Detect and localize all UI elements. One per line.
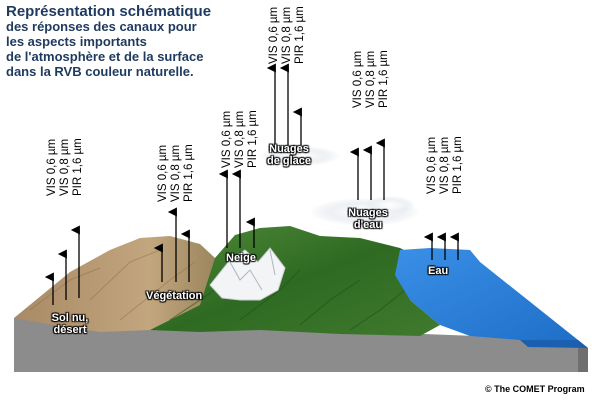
label-neige-pir16: PIR 1,6 µm [247, 110, 259, 168]
feature-label-nuages-glace: Nuages de glace [266, 143, 312, 167]
base-block-side [578, 340, 588, 372]
label-eau-pir16: PIR 1,6 µm [452, 136, 464, 194]
base-block-front [14, 318, 578, 372]
water-surface [395, 248, 578, 340]
label-glace-pir16: PIR 1,6 µm [294, 6, 306, 64]
title-line-5: dans la RVB couleur naturelle. [6, 64, 194, 79]
label-nuage-eau-pir16: PIR 1,6 µm [378, 50, 390, 108]
vegetation-terrain [150, 226, 440, 336]
label-veg-vis06: VIS 0,6 µm [157, 144, 169, 202]
label-neige-vis08: VIS 0,8 µm [234, 110, 246, 168]
title-line-3: les aspects importants [6, 34, 147, 49]
label-nuage-eau-vis08: VIS 0,8 µm [365, 50, 377, 108]
label-eau-vis08: VIS 0,8 µm [439, 136, 451, 194]
label-neige-vis06: VIS 0,6 µm [221, 110, 233, 168]
label-veg-vis08: VIS 0,8 µm [170, 144, 182, 202]
title-line-2: des réponses des canaux pour [6, 19, 197, 34]
desert-terrain [14, 236, 240, 332]
label-eau-vis06: VIS 0,6 µm [426, 136, 438, 194]
title-line-1: Représentation schématique [6, 3, 212, 20]
label-glace-vis08: VIS 0,8 µm [281, 6, 293, 64]
label-glace-vis06: VIS 0,6 µm [268, 6, 280, 64]
label-nuage-eau-vis06: VIS 0,6 µm [352, 50, 364, 108]
feature-label-nuages-eau: Nuages d'eau [348, 207, 388, 231]
feature-label-sol: Sol nu, désert [51, 312, 89, 336]
snow-peaks [209, 247, 286, 301]
ice-cloud [260, 146, 340, 166]
label-sol-pir16: PIR 1,6 µm [72, 138, 84, 196]
feature-label-eau: Eau [428, 265, 449, 277]
feature-label-vegetation: Végétation [146, 290, 203, 302]
label-sol-vis06: VIS 0,6 µm [46, 138, 58, 196]
feature-label-neige: Neige [226, 252, 256, 264]
label-veg-pir16: PIR 1,6 µm [183, 144, 195, 202]
copyright-credit: © The COMET Program [485, 384, 585, 394]
label-sol-vis08: VIS 0,8 µm [59, 138, 71, 196]
title-line-4: de l'atmosphère et de la surface [6, 49, 204, 64]
diagram-title: Représentation schématique des réponses … [6, 4, 211, 79]
